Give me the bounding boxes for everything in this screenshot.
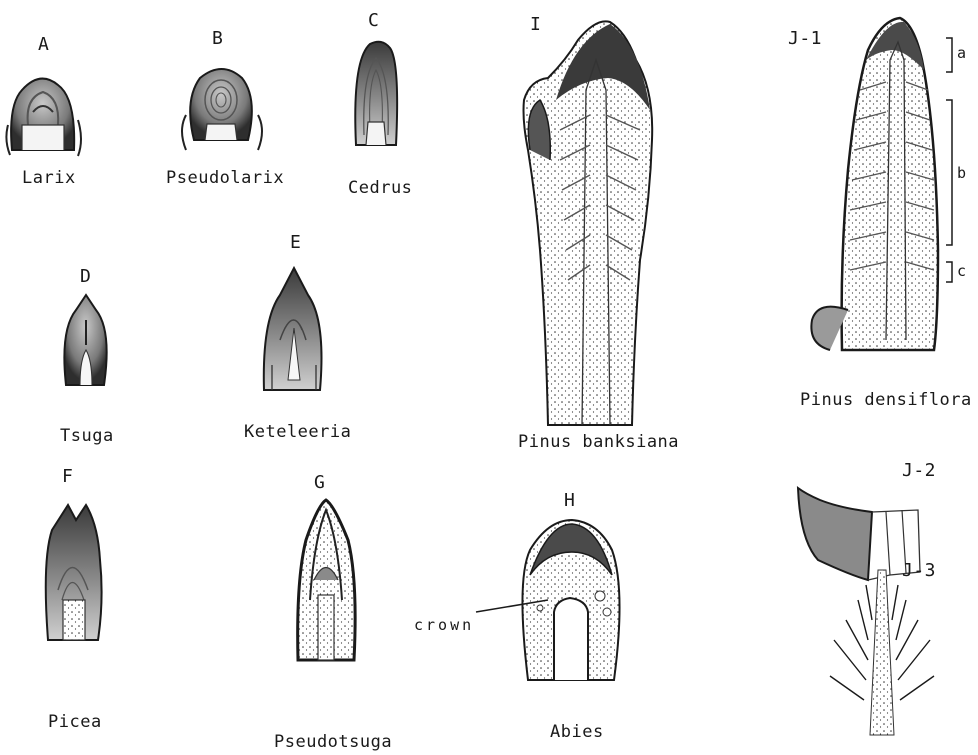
panel-name-cedrus: Cedrus (348, 180, 412, 197)
panel-letter-h: H (564, 492, 575, 510)
apex-tsuga-drawing (64, 295, 106, 385)
annotation-zone-c: c (957, 264, 967, 279)
panel-letter-j3: J-3 (902, 562, 936, 580)
panel-letter-e: E (290, 234, 301, 252)
panel-name-pseudotsuga: Pseudotsuga (274, 734, 392, 751)
panel-name-tsuga: Tsuga (60, 428, 114, 445)
panel-name-larix: Larix (22, 170, 76, 187)
apex-picea-drawing (46, 505, 102, 640)
apex-larix-drawing (6, 79, 81, 156)
panel-letter-a: A (38, 36, 49, 54)
panel-name-pinus-densiflora: Pinus densiflora (800, 392, 972, 409)
apex-j3-drawing (830, 570, 934, 735)
apex-pinus-banksiana-drawing (524, 21, 653, 425)
panel-letter-d: D (80, 268, 91, 286)
panel-letter-j2: J-2 (902, 462, 936, 480)
apex-keteleeria-drawing (264, 268, 322, 390)
panel-name-keteleeria: Keteleeria (244, 424, 351, 441)
apex-pinus-densiflora-drawing (811, 18, 952, 350)
panel-letter-g: G (314, 474, 325, 492)
panel-letter-f: F (62, 468, 73, 486)
panel-name-picea: Picea (48, 714, 102, 731)
apex-pseudotsuga-drawing (298, 500, 355, 660)
panel-name-abies: Abies (550, 724, 604, 741)
apex-cedrus-drawing (355, 42, 397, 145)
apex-abies-drawing (476, 520, 620, 680)
panel-name-pinus-banksiana: Pinus banksiana (518, 434, 679, 451)
panel-name-pseudolarix: Pseudolarix (166, 170, 284, 187)
panel-letter-j1: J-1 (788, 30, 822, 48)
annotation-zone-b: b (957, 166, 967, 181)
annotation-zone-a: a (957, 46, 967, 61)
apex-pseudolarix-drawing (182, 69, 262, 150)
panel-letter-i: I (530, 16, 541, 34)
panel-letter-b: B (212, 30, 223, 48)
annotation-crown: crown (414, 618, 474, 633)
panel-letter-c: C (368, 12, 379, 30)
